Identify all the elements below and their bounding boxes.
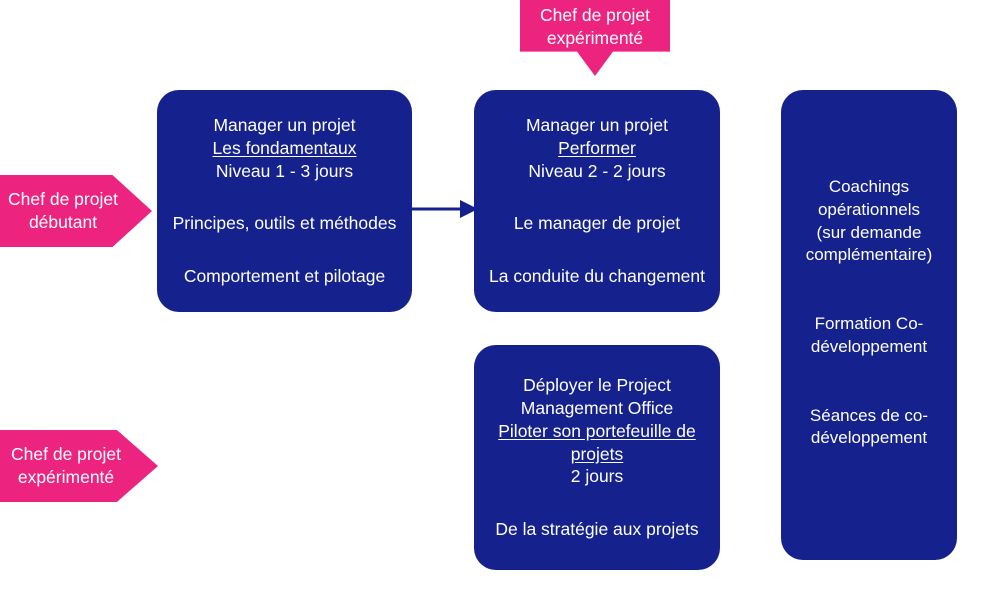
box-coachings-item-2: Formation Co- développement [781, 313, 957, 359]
box-deployer-le-project-management-office: Déployer le Project Management Office Pi… [474, 345, 720, 570]
box-coachings-item-1: Coachings opérationnels (sur demande com… [781, 176, 957, 267]
banner-line-2: expérimenté [546, 27, 644, 48]
box-coachings-item-1-line-4: complémentaire) [805, 245, 933, 265]
box-performer-module-2: La conduite du changement [489, 266, 705, 287]
box-coachings-item-3-line-1: Séances de co- [809, 405, 929, 425]
box-manager-un-projet-fondamentaux: Manager un projet Les fondamentaux Nivea… [157, 90, 412, 312]
arrow-debutant-line-1: Chef de projet [8, 189, 118, 210]
arrow-chef-de-projet-debutant: Chef de projet débutant [0, 175, 152, 247]
box-coachings-item-1-line-3: (sur demande [816, 222, 922, 242]
box-coachings-item-1-line-1: Coachings [828, 177, 910, 196]
box-performer-module-1: Le manager de projet [513, 213, 681, 234]
arrow-experimente-line-1: Chef de projet [11, 444, 121, 465]
arrow-chef-de-projet-experimente: Chef de projet expérimenté [0, 430, 158, 502]
box-pmo-level: 2 jours [570, 466, 624, 487]
box-performer-title: Manager un projet [525, 115, 669, 136]
arrow-experimente-line-2: expérimenté [17, 467, 115, 487]
box-pmo-title-line-2: Management Office [520, 398, 674, 418]
banner-line-1: Chef de projet [540, 5, 650, 25]
box-fundamentals-title: Manager un projet [213, 115, 356, 136]
box-manager-un-projet-performer: Manager un projet Performer Niveau 2 - 2… [474, 90, 720, 312]
box-coachings-item-3: Séances de co- développement [781, 405, 957, 451]
box-fundamentals-header: Manager un projet Les fondamentaux Nivea… [157, 114, 412, 182]
connector-arrow-icon [410, 200, 478, 218]
box-coachings-item-3-line-2: développement [810, 428, 928, 448]
box-pmo-subtitle: Piloter son portefeuille de projets [498, 420, 696, 464]
box-performer-level: Niveau 2 - 2 jours [528, 160, 666, 181]
arrow-debutant-line-2: débutant [28, 212, 98, 232]
box-fundamentals-level: Niveau 1 - 3 jours [215, 160, 354, 181]
banner-chef-de-projet-experimente-top: Chef de projet expérimenté [520, 0, 670, 76]
box-pmo-header: Déployer le Project Management Office Pi… [474, 374, 720, 488]
box-coachings-item-2-line-2: développement [810, 336, 928, 356]
box-pmo-module-1: De la stratégie aux projets [495, 519, 699, 539]
box-fundamentals-module-2: Comportement et pilotage [183, 266, 386, 287]
box-pmo-title-line-1: Déployer le Project [523, 375, 671, 396]
box-coachings-item-2-line-1: Formation Co- [814, 314, 924, 334]
box-performer-subtitle: Performer [558, 137, 636, 158]
box-fundamentals-module-1: Principes, outils et méthodes [172, 213, 397, 234]
box-performer-header: Manager un projet Performer Niveau 2 - 2… [474, 114, 720, 182]
box-coachings-item-1-line-2: opérationnels [817, 199, 921, 219]
box-coachings-operationnels: Coachings opérationnels (sur demande com… [781, 90, 957, 560]
box-fundamentals-subtitle: Les fondamentaux [212, 137, 357, 158]
